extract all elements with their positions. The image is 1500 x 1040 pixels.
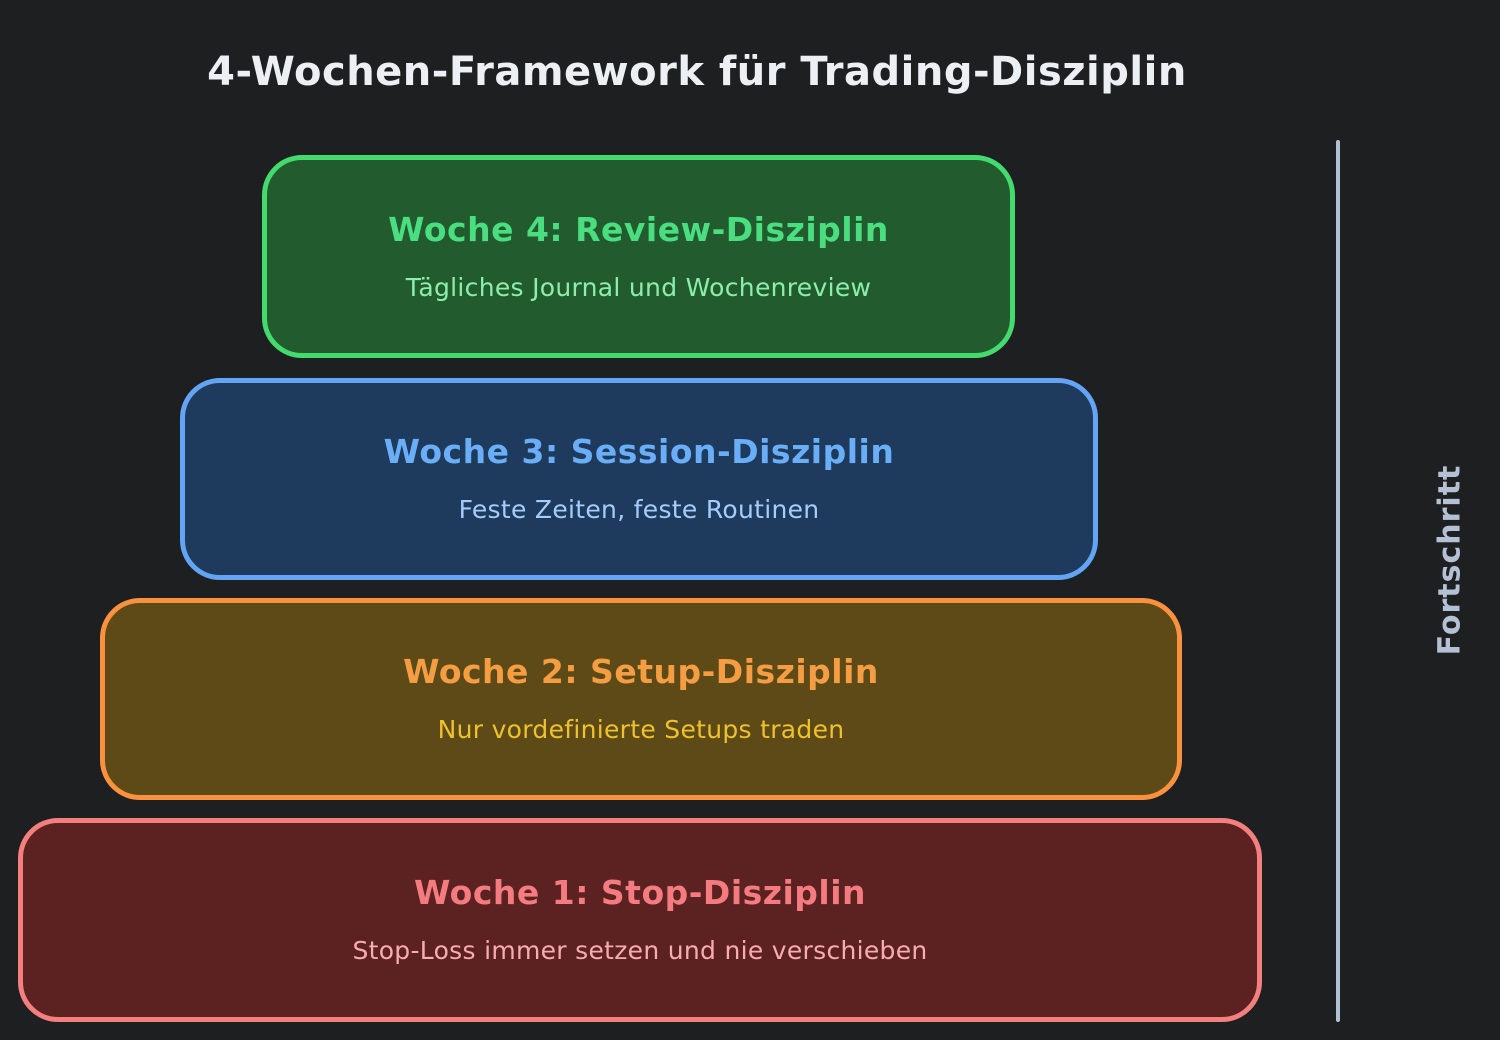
level-heading-week-1: Woche 1: Stop-Disziplin <box>413 873 867 913</box>
level-subtitle-week-1: Stop-Loss immer setzen und nie verschieb… <box>352 936 928 966</box>
level-card-week-1[interactable]: Woche 1: Stop-Disziplin Stop-Loss immer … <box>18 818 1262 1022</box>
level-heading-week-4: Woche 4: Review-Disziplin <box>388 209 889 249</box>
level-subtitle-week-4: Tägliches Journal und Wochenreview <box>405 272 872 302</box>
progress-axis-line <box>1336 140 1340 1022</box>
level-card-week-2[interactable]: Woche 2: Setup-Disziplin Nur vordefinier… <box>100 598 1182 800</box>
level-card-week-4[interactable]: Woche 4: Review-Disziplin Tägliches Jour… <box>262 155 1015 358</box>
level-subtitle-week-3: Feste Zeiten, feste Routinen <box>458 495 820 525</box>
level-card-week-3[interactable]: Woche 3: Session-Disziplin Feste Zeiten,… <box>180 378 1098 580</box>
level-subtitle-week-2: Nur vordefinierte Setups traden <box>437 715 845 745</box>
level-heading-week-3: Woche 3: Session-Disziplin <box>383 432 895 472</box>
level-heading-week-2: Woche 2: Setup-Disziplin <box>403 652 879 692</box>
page-title: 4-Wochen-Framework für Trading-Disziplin <box>207 48 1187 95</box>
progress-axis-label: Fortschritt <box>1432 464 1468 656</box>
